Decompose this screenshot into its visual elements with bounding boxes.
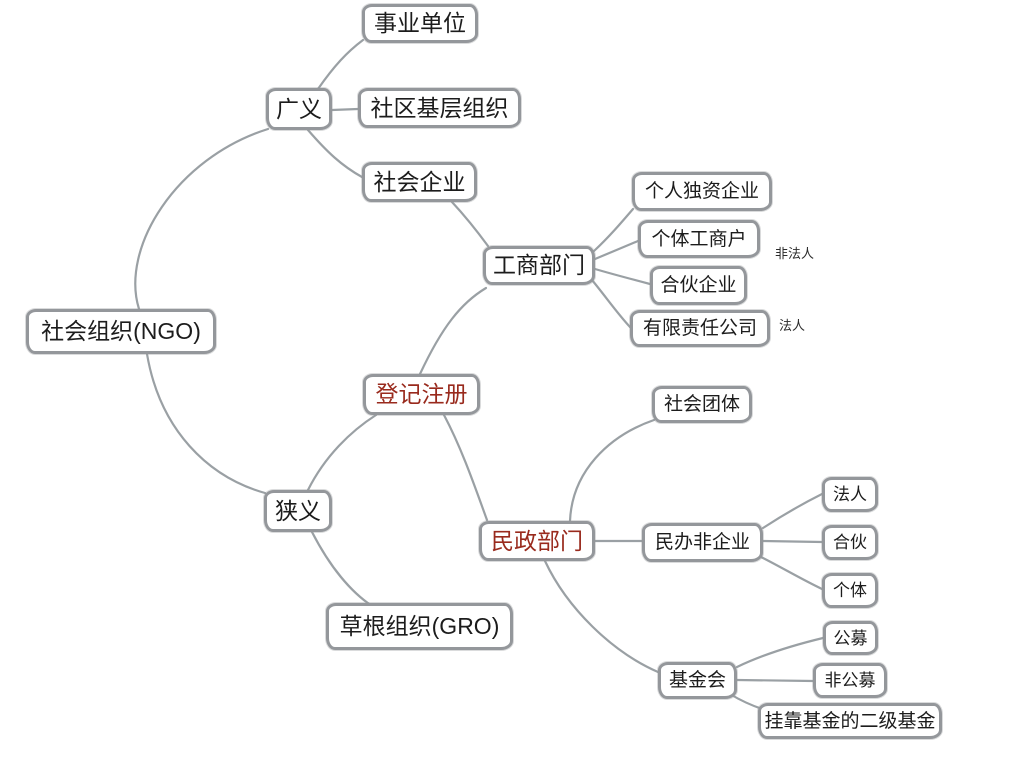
edge-shehuiqiye-gongshang [450, 200, 490, 248]
edge-jijin-feigongmu [735, 678, 815, 683]
edge-xiayi-caogen [310, 530, 374, 608]
annotation-legal-person-note: 法人 [779, 318, 806, 333]
node-guakao[interactable]: 挂靠基金的二级基金 [758, 703, 942, 739]
node-caogen[interactable]: 草根组织(GRO) [326, 603, 513, 650]
node-label-youxian: 有限责任公司 [642, 318, 757, 339]
edge-gongshang-geren [592, 207, 635, 253]
node-label-ngo: 社会组织(NGO) [41, 318, 201, 344]
edge-minban-faren [761, 492, 824, 530]
edge-gongshang-youxian [590, 278, 632, 329]
node-label-getihu: 个体工商户 [651, 228, 747, 250]
node-label-guakao: 挂靠基金的二级基金 [764, 710, 936, 732]
node-minzheng[interactable]: 民政部门 [479, 521, 595, 561]
node-feigongmu[interactable]: 非公募 [813, 663, 887, 698]
node-jijin[interactable]: 基金会 [658, 662, 737, 699]
node-label-minzheng: 民政部门 [491, 527, 583, 554]
edge-guangyi-shehuiqiye [306, 128, 364, 179]
node-label-geti: 个体 [833, 581, 867, 600]
node-label-jijin: 基金会 [668, 670, 726, 691]
annotation-non-legal-person-note: 非法人 [775, 246, 815, 261]
node-geti[interactable]: 个体 [822, 573, 878, 608]
edge-xiayi-dengji [306, 413, 378, 492]
edge-minzheng-jijin [543, 559, 660, 674]
node-label-geren: 个人独资企业 [644, 181, 759, 202]
node-guangyi[interactable]: 广义 [266, 88, 332, 130]
node-label-gongshang: 工商部门 [493, 252, 585, 278]
node-gongmu[interactable]: 公募 [823, 621, 878, 655]
edge-ngo-guangyi [134, 127, 270, 311]
node-label-hehuo: 合伙 [833, 533, 867, 552]
node-shehuiqiye[interactable]: 社会企业 [362, 162, 477, 202]
edge-guangyi-shequ [330, 107, 360, 112]
edge-gongshang-hehuoqiye [593, 267, 652, 286]
edge-jijin-gongmu [735, 636, 825, 669]
node-geren[interactable]: 个人独资企业 [632, 172, 772, 211]
node-label-caogen: 草根组织(GRO) [339, 613, 500, 639]
node-label-shiye: 事业单位 [374, 10, 466, 36]
edge-ngo-xiayi [145, 352, 267, 495]
edge-dengji-gongshang [418, 286, 488, 376]
node-shiye[interactable]: 事业单位 [362, 4, 478, 43]
node-getihu[interactable]: 个体工商户 [638, 220, 760, 258]
edge-minban-geti [759, 555, 824, 591]
node-youxian[interactable]: 有限责任公司 [630, 310, 770, 347]
node-label-minban: 民办非企业 [654, 532, 750, 553]
node-minban[interactable]: 民办非企业 [642, 523, 763, 562]
node-hehuo[interactable]: 合伙 [822, 525, 878, 560]
node-dengji[interactable]: 登记注册 [363, 374, 480, 415]
node-label-faren: 法人 [833, 485, 867, 504]
node-label-dengji: 登记注册 [375, 381, 468, 407]
node-label-shehuiqiye: 社会企业 [373, 168, 466, 195]
node-gongshang[interactable]: 工商部门 [483, 246, 595, 285]
node-label-shequ: 社区基层组织 [370, 94, 509, 121]
edge-dengji-minzheng [442, 413, 489, 522]
edge-minban-hehuo [761, 539, 824, 544]
edge-guangyi-shiye [316, 38, 365, 91]
edge-minzheng-shetuan [568, 418, 656, 523]
node-label-hehuoqiye: 合伙企业 [660, 275, 737, 296]
node-label-gongmu: 公募 [833, 628, 868, 648]
node-label-shetuan: 社会团体 [663, 394, 740, 415]
node-hehuoqiye[interactable]: 合伙企业 [650, 266, 747, 305]
node-label-xiayi: 狭义 [275, 497, 321, 524]
node-ngo[interactable]: 社会组织(NGO) [26, 309, 216, 354]
edge-gongshang-getihu [593, 239, 640, 261]
node-label-feigongmu: 非公募 [824, 671, 876, 690]
node-xiayi[interactable]: 狭义 [264, 490, 332, 532]
node-label-guangyi: 广义 [276, 95, 322, 122]
node-shequ[interactable]: 社区基层组织 [358, 88, 521, 128]
node-faren[interactable]: 法人 [822, 477, 878, 512]
node-shetuan[interactable]: 社会团体 [652, 386, 752, 423]
